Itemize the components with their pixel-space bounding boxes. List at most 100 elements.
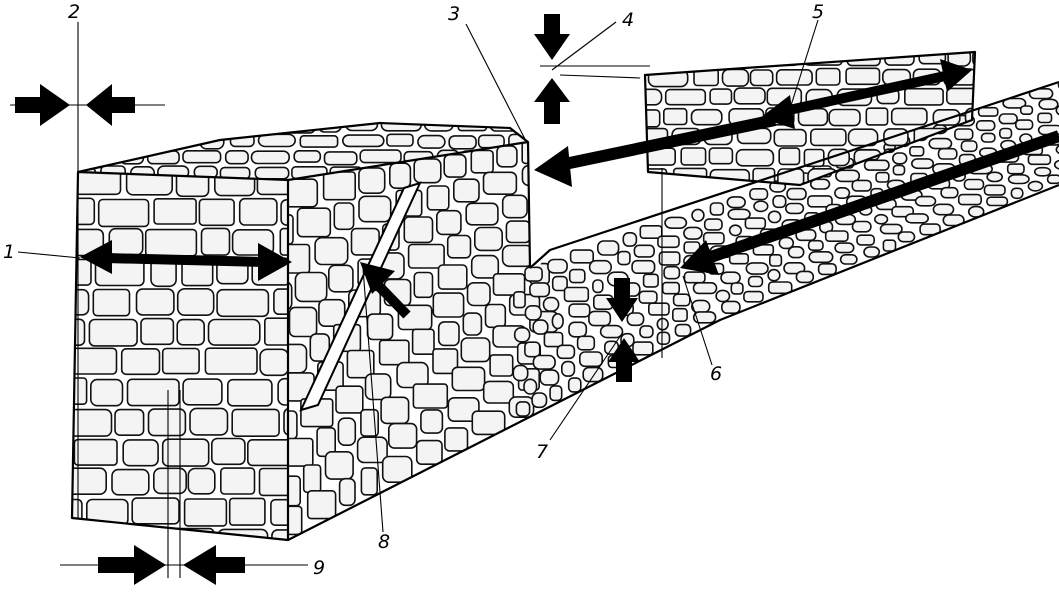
stone (204, 347, 258, 375)
stone (443, 153, 467, 178)
stone (216, 288, 270, 318)
callout-8: 8 (378, 531, 390, 553)
stone (807, 195, 833, 208)
stone (1019, 105, 1034, 115)
stone (505, 220, 531, 244)
stone (569, 249, 594, 264)
stone (642, 273, 659, 288)
stone (815, 67, 841, 86)
stone (387, 422, 418, 449)
stone (452, 178, 480, 203)
stone (460, 337, 491, 363)
stone (647, 302, 670, 316)
stone (1055, 144, 1059, 155)
stone (809, 128, 847, 147)
stone (617, 250, 631, 266)
stone (656, 331, 671, 345)
stone (783, 261, 806, 275)
stone (92, 288, 131, 317)
stone (227, 378, 273, 407)
stone (547, 258, 568, 274)
stone (851, 220, 872, 233)
stone (88, 318, 138, 347)
stone (834, 242, 855, 254)
stone (46, 166, 67, 179)
stone (78, 134, 81, 149)
stone (364, 373, 392, 401)
arrow-6-long (680, 130, 1059, 275)
stone (568, 268, 586, 284)
stone (283, 407, 288, 437)
stone (263, 317, 288, 346)
stone (72, 197, 96, 226)
stone (114, 408, 145, 437)
stone (448, 135, 477, 150)
stone (767, 281, 793, 295)
stone (560, 360, 576, 377)
stone (529, 282, 551, 298)
stone (633, 244, 655, 258)
stone (851, 179, 872, 192)
stone (834, 187, 851, 200)
arrow-1-thickness (80, 240, 292, 281)
stone (72, 172, 122, 196)
stone (975, 120, 996, 132)
stone (960, 140, 978, 153)
stone (638, 290, 658, 304)
stone (146, 123, 173, 133)
arrow-8-diagonal (360, 262, 411, 319)
stone (259, 348, 288, 377)
stone (980, 68, 1014, 85)
stone (753, 200, 769, 213)
stone (1037, 112, 1053, 124)
stone (140, 317, 175, 346)
stone (338, 477, 356, 507)
stone (359, 149, 402, 164)
stone (470, 149, 494, 174)
callouts: 2 1 3 4 5 6 7 8 9 (3, 1, 824, 579)
stone (664, 216, 688, 229)
stone (473, 226, 503, 252)
stone (258, 467, 288, 497)
stone (891, 152, 908, 165)
stone (1010, 187, 1024, 200)
stone (323, 151, 358, 166)
stone (529, 183, 551, 195)
stone (1055, 104, 1059, 117)
stone (296, 207, 332, 238)
stone (288, 243, 311, 274)
stone (524, 304, 542, 321)
stone (288, 306, 318, 338)
stone (972, 52, 975, 67)
stone (513, 326, 531, 343)
stone (909, 146, 925, 157)
stone (231, 408, 280, 437)
stone (489, 123, 528, 132)
stone (72, 527, 118, 540)
stone (396, 361, 429, 389)
stone (599, 324, 624, 339)
stone (72, 498, 83, 526)
stone (131, 497, 180, 525)
stone (466, 281, 491, 307)
stone (1002, 97, 1027, 109)
stone (787, 246, 805, 259)
stone (626, 312, 645, 327)
stone (122, 439, 159, 467)
arrow-7-top (606, 278, 638, 322)
stone (954, 128, 974, 141)
stone (378, 339, 410, 366)
stone (883, 128, 909, 147)
stone (661, 281, 681, 295)
stone (524, 266, 543, 282)
stone (998, 113, 1018, 125)
stone (998, 127, 1013, 139)
stone (220, 467, 256, 495)
stone (672, 293, 691, 307)
stone (624, 189, 651, 204)
stone (986, 196, 1009, 207)
callout-5: 5 (812, 1, 824, 23)
stone (879, 223, 903, 235)
stone (153, 467, 188, 495)
stone (482, 171, 518, 196)
